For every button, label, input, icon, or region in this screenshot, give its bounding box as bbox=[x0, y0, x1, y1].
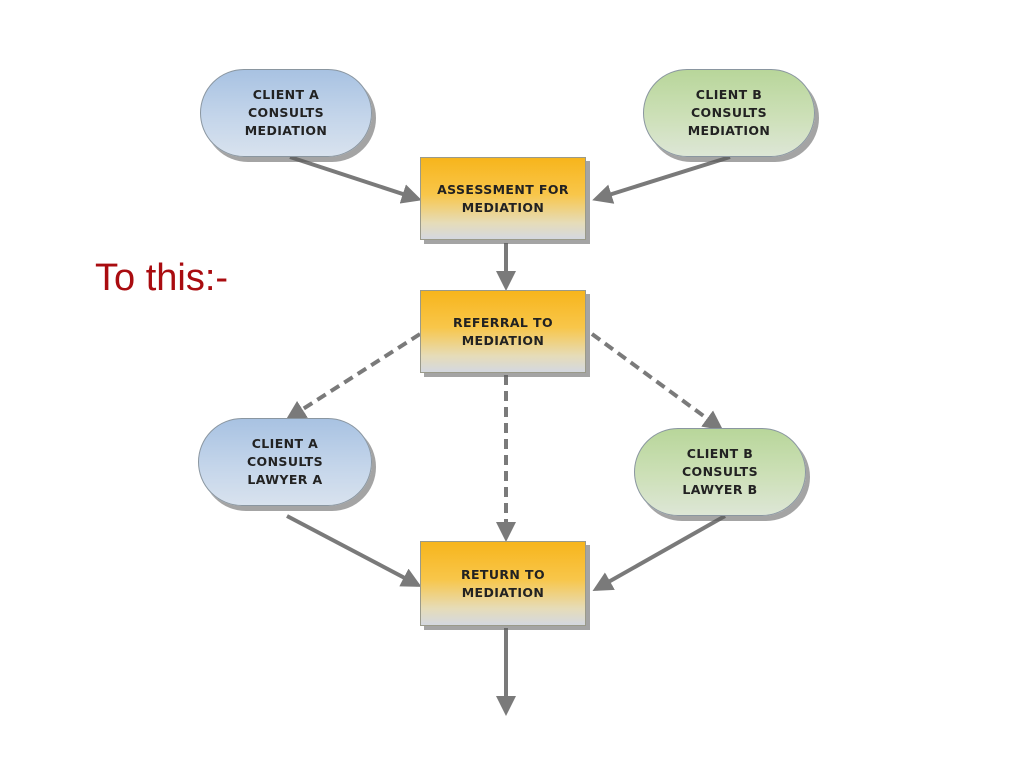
client-a-consults-mediation-node: CLIENT A CONSULTS MEDIATION bbox=[200, 69, 372, 157]
return-to-mediation-node: RETURN TO MEDIATION bbox=[420, 541, 586, 626]
arrow-client-a-to-assessment bbox=[289, 155, 422, 204]
arrow-client-a-lawyer-to-return bbox=[286, 514, 422, 587]
dashed-arrow-referral-to-client-a-lawyer bbox=[285, 332, 422, 421]
client-a-consults-lawyer-a-node: CLIENT A CONSULTS LAWYER A bbox=[198, 418, 372, 506]
referral-to-mediation-node: REFERRAL TO MEDIATION bbox=[420, 290, 586, 373]
arrow-client-b-to-assessment bbox=[592, 155, 731, 204]
slide-caption: To this:- bbox=[95, 257, 229, 299]
dashed-arrow-referral-to-client-b-lawyer bbox=[590, 332, 724, 431]
client-b-consults-lawyer-b-node: CLIENT B CONSULTS LAWYER B bbox=[634, 428, 806, 516]
assessment-for-mediation-node: ASSESSMENT FOR MEDIATION bbox=[420, 157, 586, 240]
client-b-consults-mediation-node: CLIENT B CONSULTS MEDIATION bbox=[643, 69, 815, 157]
arrow-client-b-lawyer-to-return bbox=[592, 514, 726, 591]
